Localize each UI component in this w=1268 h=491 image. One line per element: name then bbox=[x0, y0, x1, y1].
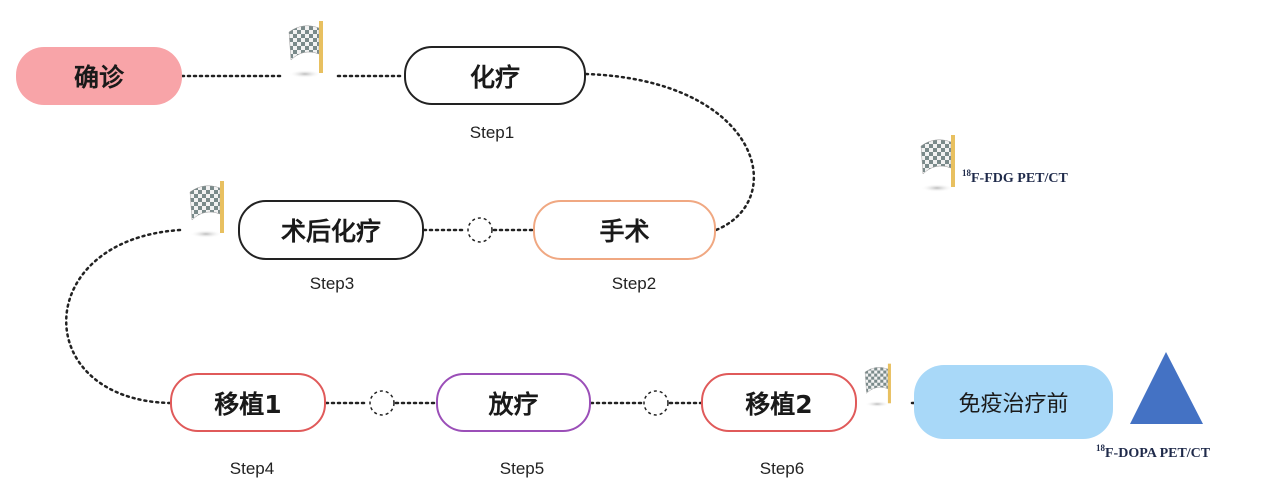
node-postop-chemo: 术后化疗 bbox=[238, 200, 424, 260]
step-label: Step6 bbox=[759, 459, 805, 478]
node-surgery: 手术 bbox=[533, 200, 716, 260]
gap-circle bbox=[369, 390, 395, 416]
step-label: Step3 bbox=[309, 274, 355, 293]
gap-circle bbox=[643, 390, 669, 416]
checkered-flag-icon bbox=[864, 363, 891, 408]
legend-dopa-sup: 18 bbox=[1096, 443, 1105, 453]
node-diagnosis: 确诊 bbox=[16, 47, 182, 105]
legend-fdg: 18F-FDG PET/CT bbox=[962, 168, 1068, 187]
node-radiotherapy: 放疗 bbox=[436, 373, 591, 432]
legend-fdg-sup: 18 bbox=[962, 168, 971, 178]
node-chemo: 化疗 bbox=[404, 46, 586, 105]
legend-dopa-text: F-DOPA PET/CT bbox=[1105, 446, 1211, 461]
legend-fdg-text: F-FDG PET/CT bbox=[971, 171, 1068, 186]
node-transplant1: 移植1 bbox=[170, 373, 326, 432]
step-label: Step1 bbox=[469, 123, 515, 142]
step-label: Step4 bbox=[229, 459, 275, 478]
connector-chemo-surgery bbox=[584, 72, 756, 232]
node-transplant2: 移植2 bbox=[701, 373, 857, 432]
checkered-flag-icon bbox=[189, 181, 224, 238]
blue-triangle-icon bbox=[1130, 352, 1203, 424]
step-label: Step5 bbox=[499, 459, 545, 478]
node-pre-immuno: 免疫治疗前 bbox=[914, 365, 1113, 439]
step-label: Step2 bbox=[611, 274, 657, 293]
checkered-flag-icon bbox=[920, 135, 955, 192]
connector-flag-transplant1 bbox=[65, 228, 182, 405]
checkered-flag-icon bbox=[288, 21, 323, 78]
legend-dopa: 18F-DOPA PET/CT bbox=[1096, 443, 1210, 462]
gap-circle bbox=[467, 217, 493, 243]
